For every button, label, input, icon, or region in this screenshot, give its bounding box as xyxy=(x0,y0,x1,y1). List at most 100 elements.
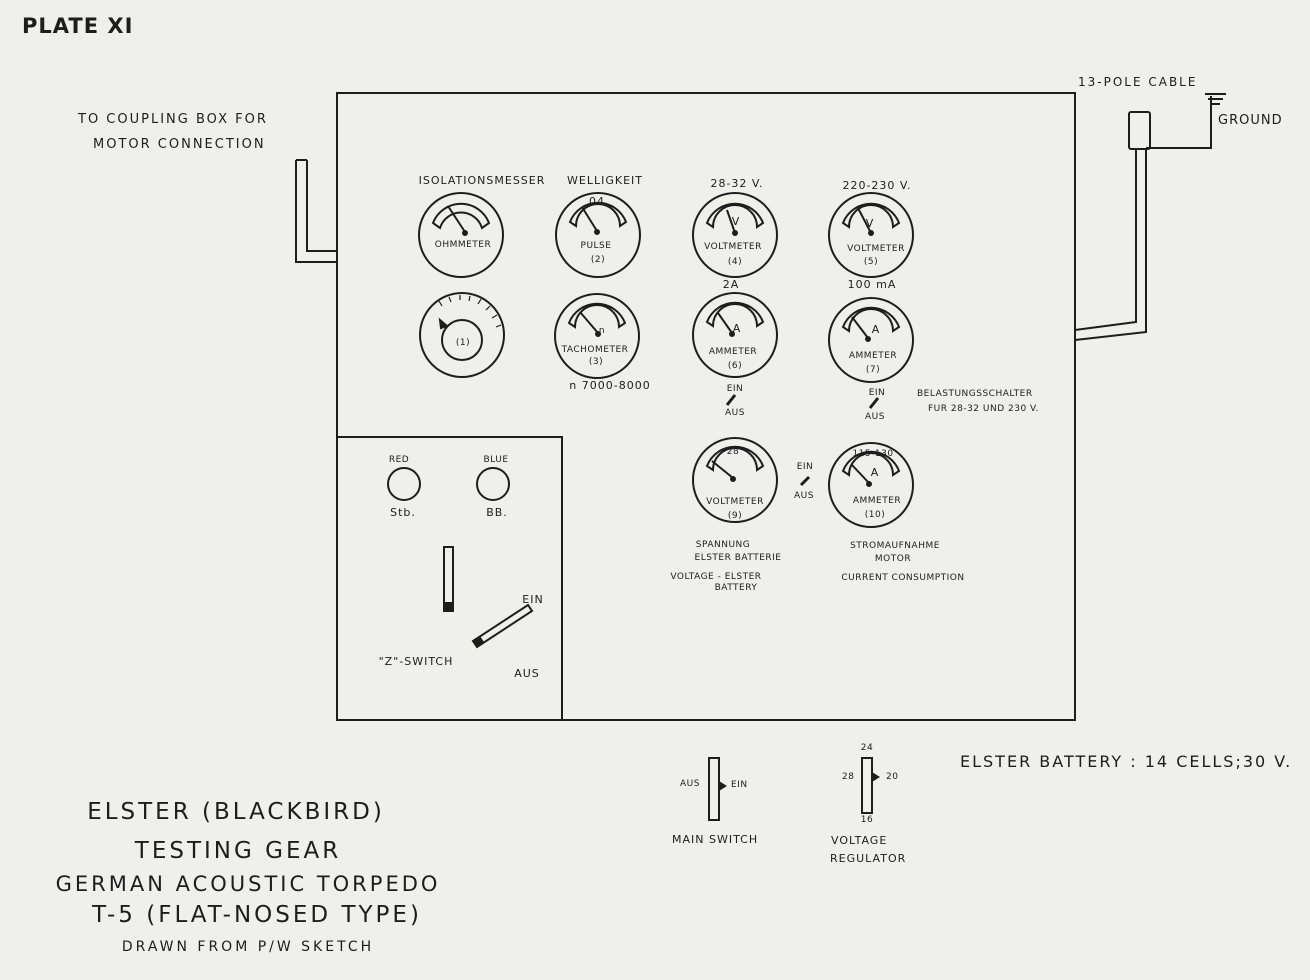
ammeter-10-number: (10) xyxy=(864,510,886,520)
pulse-number: (2) xyxy=(590,255,606,265)
blue-lamp-label: BLUE xyxy=(483,455,509,465)
ammeter-7-number: (7) xyxy=(865,365,881,375)
ground-wire xyxy=(1146,96,1212,149)
battery-spec: ELSTER BATTERY : 14 CELLS;30 V. xyxy=(960,752,1293,771)
title-line-2: TESTING GEAR xyxy=(134,838,342,864)
ammeter-6-aus: AUS xyxy=(725,408,745,418)
title-line-4: T-5 (FLAT-NOSED TYPE) xyxy=(92,902,422,928)
meter-ammeter-10 xyxy=(828,442,914,528)
motor-cable xyxy=(295,159,337,263)
voltmeter-5-symbol: V xyxy=(865,217,875,230)
plate-number: PLATE XI xyxy=(22,14,134,38)
cable-plug xyxy=(1128,111,1151,150)
title-line-5: DRAWN FROM P/W SKETCH xyxy=(121,939,375,955)
switch-subpanel xyxy=(337,436,563,720)
label-100ma: 100 mA xyxy=(847,278,897,291)
meter-voltmeter-4 xyxy=(692,192,778,278)
tachometer-label: TACHOMETER xyxy=(561,345,629,355)
meter-voltmeter-9 xyxy=(692,437,778,523)
elster-batterie-label: ELSTER BATTERIE xyxy=(694,553,782,563)
ammeter-10-scale: 115-130 xyxy=(852,449,894,459)
ammeter-10-symbol: A xyxy=(870,466,880,479)
main-switch-aus: AUS xyxy=(680,779,700,789)
coupling-label-1: TO COUPLING BOX FOR xyxy=(78,112,268,127)
blue-lamp xyxy=(476,467,510,501)
cable-label: 13-POLE CABLE xyxy=(1078,75,1198,89)
coupling-label-2: MOTOR CONNECTION xyxy=(93,137,266,152)
load-switch-label-1: BELASTUNGSSCHALTER xyxy=(917,389,1033,399)
voltmeter-5-range: 220-230 V. xyxy=(842,179,912,192)
meter-voltmeter-5 xyxy=(828,192,914,278)
ohmmeter-label: OHMMETER xyxy=(434,240,492,250)
motor-label: MOTOR xyxy=(874,554,912,564)
voltmeter-4-symbol: V xyxy=(731,215,741,228)
regulator-top: 24 xyxy=(860,743,874,753)
z-switch-aus: AUS xyxy=(514,667,540,680)
meter-dial-1 xyxy=(419,292,505,378)
ammeter-6-ein: EIN xyxy=(726,384,744,394)
load-toggle-6 xyxy=(725,394,737,406)
red-lamp-sub: Stb. xyxy=(390,506,416,519)
voltmeter-4-label: VOLTMETER xyxy=(704,242,762,252)
pulse-meter-title: WELLIGKEIT xyxy=(567,174,643,187)
voltmeter-5-number: (5) xyxy=(863,257,879,267)
voltage-elster-label: VOLTAGE - ELSTER xyxy=(670,572,762,582)
meter-ohmmeter xyxy=(418,192,504,278)
ammeter-6-number: (6) xyxy=(727,361,743,371)
ground-label: GROUND xyxy=(1218,113,1283,128)
ammeter-7-label: AMMETER xyxy=(848,351,898,361)
isolation-meter-title: ISOLATIONSMESSER xyxy=(418,174,546,187)
meter-ammeter-6 xyxy=(692,292,778,378)
voltmeter-9-label: VOLTMETER xyxy=(706,497,764,507)
blue-lamp-sub: BB. xyxy=(486,506,508,519)
battery-toggle xyxy=(799,475,811,487)
z-switch-lever xyxy=(471,603,534,649)
regulator-right: 20 xyxy=(886,772,899,782)
lever-switch xyxy=(443,546,454,612)
stromaufnahme-label: STROMAUFNAHME xyxy=(850,541,940,551)
ground-symbol xyxy=(1205,93,1226,105)
meter-ammeter-7 xyxy=(828,297,914,383)
regulator-bottom: 16 xyxy=(860,815,874,825)
main-switch xyxy=(708,757,720,821)
label-2a: 2A xyxy=(722,278,740,291)
battery-label: BATTERY xyxy=(714,583,758,593)
ammeter-7-ein: EIN xyxy=(868,388,886,398)
voltmeter-9-scale: 28 xyxy=(726,447,740,457)
regulator-label-1: VOLTAGE xyxy=(831,834,888,847)
main-panel xyxy=(336,92,1076,721)
voltage-regulator xyxy=(861,757,873,814)
ammeter-10-label: AMMETER xyxy=(852,496,902,506)
spannung-label: SPANNUNG xyxy=(695,540,751,550)
voltmeter-4-range: 28-32 V. xyxy=(710,177,764,190)
voltmeter-5-label: VOLTMETER xyxy=(847,244,905,254)
battery-switch-aus: AUS xyxy=(794,491,814,501)
pulse-scale: 04 xyxy=(589,195,605,208)
voltmeter-4-number: (4) xyxy=(727,257,743,267)
ammeter-7-aus: AUS xyxy=(865,412,885,422)
voltmeter-9-number: (9) xyxy=(727,511,743,521)
tachometer-range: n 7000-8000 xyxy=(569,379,651,392)
red-lamp-label: RED xyxy=(388,455,410,465)
dial-1-number: (1) xyxy=(455,338,471,348)
red-lamp xyxy=(387,467,421,501)
ammeter-7-symbol: A xyxy=(871,323,881,336)
load-switch-label-2: FUR 28-32 UND 230 V. xyxy=(928,404,1039,414)
current-consumption-label: CURRENT CONSUMPTION xyxy=(841,573,965,583)
regulator-left: 28 xyxy=(842,772,855,782)
z-switch-label: "Z"-SWITCH xyxy=(378,655,454,668)
z-switch-ein: EIN xyxy=(522,593,544,606)
load-toggle-7 xyxy=(868,397,880,409)
main-switch-label: MAIN SWITCH xyxy=(672,833,759,846)
meter-pulse xyxy=(555,192,641,278)
ammeter-6-symbol: A xyxy=(732,322,742,335)
regulator-label-2: REGULATOR xyxy=(830,852,907,865)
title-line-3: GERMAN ACOUSTIC TORPEDO xyxy=(55,872,441,896)
title-line-1: ELSTER (BLACKBIRD) xyxy=(87,799,385,825)
pulse-label: PULSE xyxy=(580,241,612,251)
pole-cable xyxy=(1074,148,1147,341)
tachometer-number: (3) xyxy=(588,357,604,367)
main-switch-ein: EIN xyxy=(731,780,748,790)
ammeter-6-label: AMMETER xyxy=(708,347,758,357)
